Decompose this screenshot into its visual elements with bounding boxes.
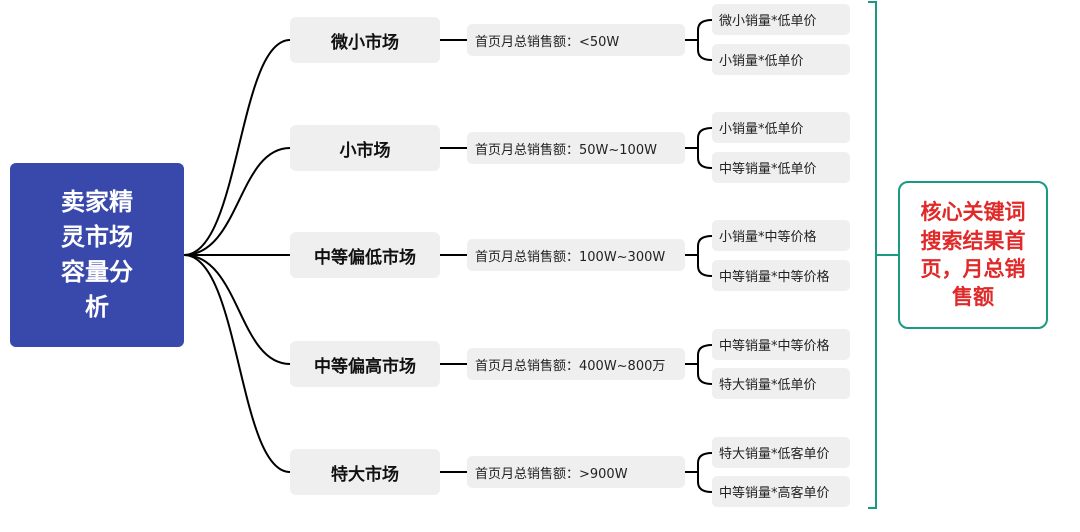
segment-node: 特大销量*低客单价 xyxy=(712,437,850,468)
market-node: 微小市场 xyxy=(290,17,440,63)
market-node: 特大市场 xyxy=(290,449,440,495)
branch-line xyxy=(183,254,291,473)
segment-node: 中等销量*低单价 xyxy=(712,152,850,183)
callout-line: 售额 xyxy=(952,285,994,310)
sales-node: 首页月总销售额：>900W xyxy=(467,456,685,488)
branch-line xyxy=(685,344,713,385)
sales-node: 首页月总销售额：<50W xyxy=(467,24,685,56)
branch-line xyxy=(183,39,291,256)
root-line: 卖家精 xyxy=(61,188,133,217)
branch-line xyxy=(685,235,713,277)
callout-line: 搜索结果首 xyxy=(920,228,1026,253)
summary-bracket xyxy=(868,1,898,509)
callout-line: 页，月总销 xyxy=(920,257,1026,281)
branch-line xyxy=(685,127,713,169)
sales-node: 首页月总销售额：100W~300W xyxy=(467,239,685,271)
segment-node: 小销量*低单价 xyxy=(712,112,850,143)
summary-callout: 核心关键词 搜索结果首 页，月总销 售额 xyxy=(898,181,1048,329)
market-node: 中等偏高市场 xyxy=(290,341,440,387)
root-line: 容量分 xyxy=(61,258,133,286)
root-line: 灵市场 xyxy=(61,223,133,252)
branch-line xyxy=(183,147,291,256)
branch-line xyxy=(183,254,291,365)
market-node: 小市场 xyxy=(290,125,440,171)
root-line: 析 xyxy=(85,292,109,321)
callout-line: 核心关键词 xyxy=(920,200,1026,225)
segment-node: 微小销量*低单价 xyxy=(712,4,850,35)
segment-node: 中等销量*中等价格 xyxy=(712,260,850,291)
root-node: 卖家精 灵市场 容量分 析 xyxy=(10,163,184,347)
segment-node: 中等销量*高客单价 xyxy=(712,476,850,507)
sales-node: 首页月总销售额：50W~100W xyxy=(467,132,685,164)
branch-line xyxy=(685,452,713,493)
segment-node: 特大销量*低单价 xyxy=(712,368,850,399)
branch-line xyxy=(685,19,713,61)
segment-node: 小销量*低单价 xyxy=(712,44,850,75)
segment-node: 中等销量*中等价格 xyxy=(712,329,850,360)
segment-node: 小销量*中等价格 xyxy=(712,220,850,251)
market-node: 中等偏低市场 xyxy=(290,232,440,278)
sales-node: 首页月总销售额：400W~800万 xyxy=(467,348,685,380)
